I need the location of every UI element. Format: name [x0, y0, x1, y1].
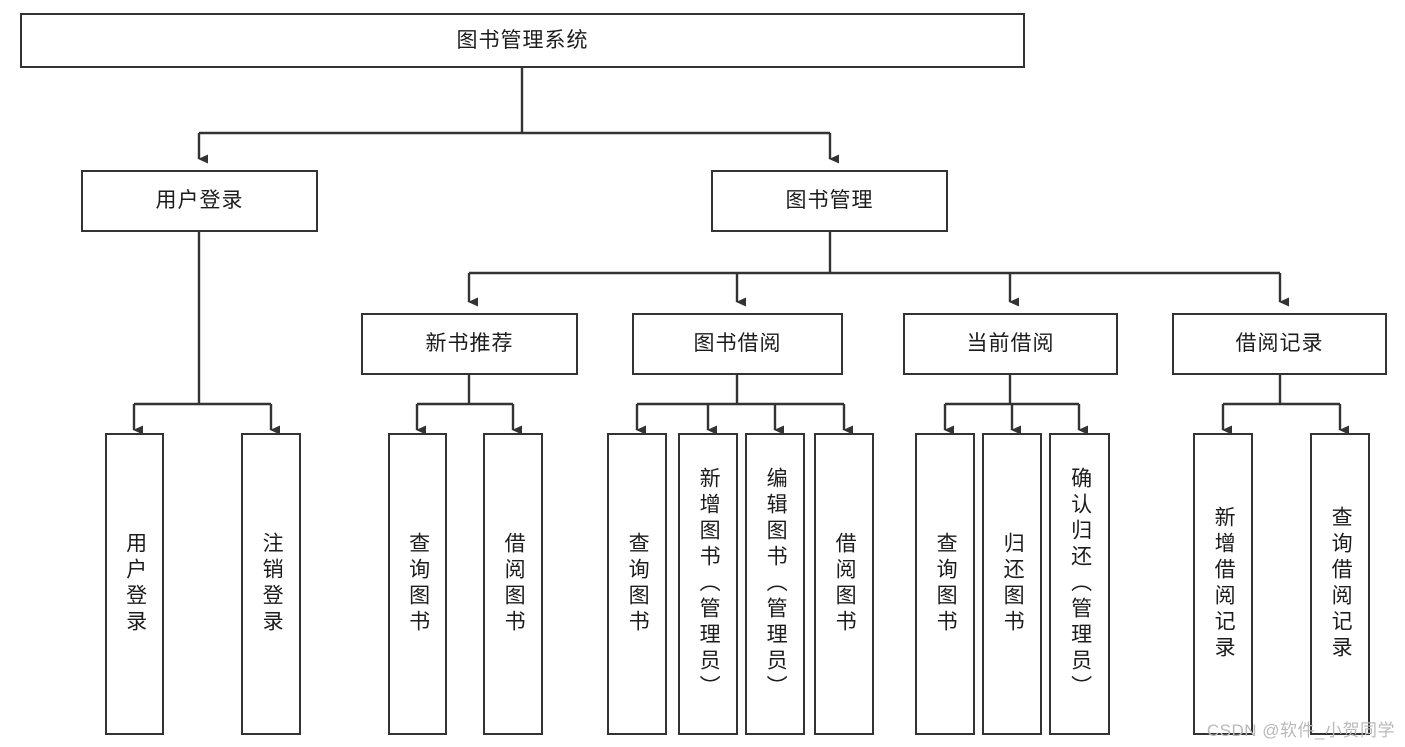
node-root-book-management-system[interactable]: 图书管理系统 — [20, 13, 1025, 68]
node-label: 用户登录 — [155, 189, 244, 213]
node-label: 新书推荐 — [425, 332, 514, 356]
node-label: 查询图书 — [626, 532, 650, 636]
leaf-user-login-logout[interactable]: 注销登录 — [241, 433, 301, 735]
node-label: 查询图书 — [934, 532, 958, 636]
node-label: 图书管理系统 — [456, 28, 589, 52]
node-current-borrow[interactable]: 当前借阅 — [903, 313, 1118, 375]
node-label: 图书管理 — [785, 189, 874, 213]
node-label: 归还图书 — [1001, 532, 1025, 636]
leaf-new-book-borrow[interactable]: 借阅图书 — [483, 433, 543, 735]
node-label: 编辑图书（管理员） — [764, 467, 788, 701]
leaf-book-borrow-query[interactable]: 查询图书 — [607, 433, 667, 735]
node-book-management[interactable]: 图书管理 — [711, 170, 948, 232]
node-label: 查询图书 — [406, 532, 430, 636]
node-new-book-recommend[interactable]: 新书推荐 — [361, 313, 578, 375]
node-label: 借阅图书 — [502, 532, 526, 636]
leaf-new-book-query[interactable]: 查询图书 — [388, 433, 447, 735]
node-label: 新增图书（管理员） — [697, 467, 721, 701]
node-label: 注销登录 — [260, 532, 284, 636]
csdn-watermark: CSDN @软件_小贺同学 — [1206, 721, 1395, 740]
leaf-borrow-record-query[interactable]: 查询借阅记录 — [1310, 433, 1370, 735]
node-label: 确认归还（管理员） — [1068, 467, 1092, 701]
leaf-current-borrow-confirm-admin[interactable]: 确认归还（管理员） — [1049, 433, 1110, 735]
leaf-current-borrow-query[interactable]: 查询图书 — [915, 433, 975, 735]
node-label: 借阅记录 — [1235, 332, 1324, 356]
node-label: 当前借阅 — [966, 332, 1055, 356]
node-label: 查询借阅记录 — [1329, 506, 1353, 662]
node-user-login[interactable]: 用户登录 — [81, 170, 318, 232]
node-label: 用户登录 — [123, 532, 147, 636]
node-label: 新增借阅记录 — [1212, 506, 1236, 662]
leaf-current-borrow-return[interactable]: 归还图书 — [982, 433, 1042, 735]
leaf-book-borrow-edit-admin[interactable]: 编辑图书（管理员） — [745, 433, 805, 735]
node-borrow-record[interactable]: 借阅记录 — [1172, 313, 1387, 375]
leaf-book-borrow-add-admin[interactable]: 新增图书（管理员） — [678, 433, 738, 735]
leaf-borrow-record-add[interactable]: 新增借阅记录 — [1193, 433, 1253, 735]
node-label: 图书借阅 — [693, 332, 782, 356]
node-label: 借阅图书 — [833, 532, 857, 636]
node-book-borrow[interactable]: 图书借阅 — [632, 313, 843, 375]
leaf-user-login-login[interactable]: 用户登录 — [105, 433, 164, 735]
leaf-book-borrow-borrow[interactable]: 借阅图书 — [814, 433, 874, 735]
